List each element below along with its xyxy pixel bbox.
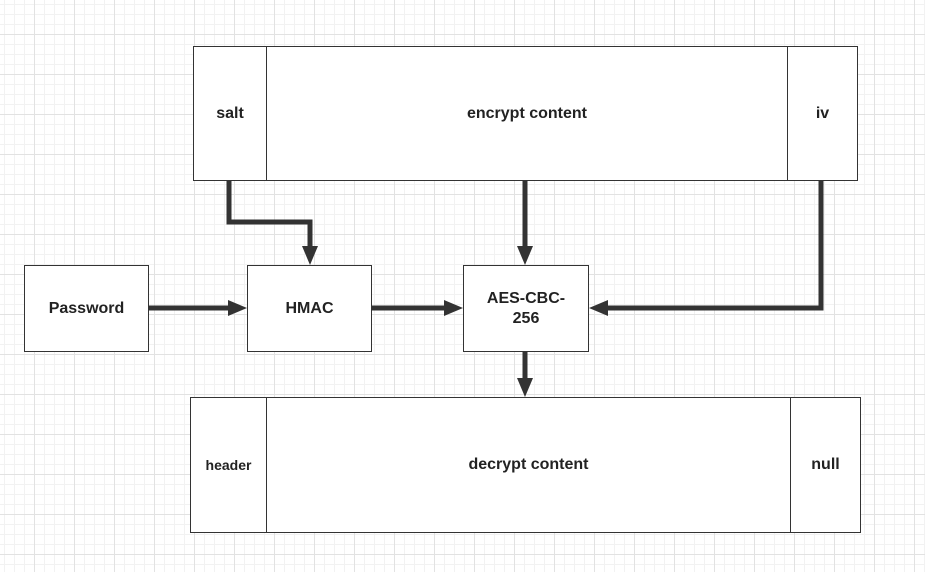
content-to-aes-arrowhead	[517, 246, 533, 265]
aes-label-line1: AES-CBC-	[486, 289, 566, 307]
decrypted-data-block: header decrypt content null	[190, 397, 861, 533]
iv-cell: iv	[787, 47, 857, 180]
salt-to-hmac-connector	[226, 181, 313, 248]
encrypt-content-cell: encrypt content	[266, 47, 787, 180]
password-to-hmac-arrowhead	[228, 300, 247, 316]
header-cell: header	[205, 457, 252, 473]
salt-cell: salt	[216, 104, 244, 122]
iv-to-aes-connector	[606, 181, 824, 311]
aes-cbc-256-node: AES-CBC- 256	[463, 265, 589, 352]
iv-to-aes-arrowhead	[589, 300, 608, 316]
hmac-to-aes-arrowhead	[444, 300, 463, 316]
encrypted-data-block: salt encrypt content iv	[193, 46, 858, 181]
password-node: Password	[24, 265, 149, 352]
salt-to-hmac-arrowhead	[302, 246, 318, 265]
decrypt-content-cell: decrypt content	[266, 398, 790, 532]
aes-label-line2: 256	[512, 309, 540, 327]
null-cell: null	[790, 398, 860, 532]
aes-to-decrypt-arrowhead	[517, 378, 533, 397]
hmac-node: HMAC	[247, 265, 372, 352]
